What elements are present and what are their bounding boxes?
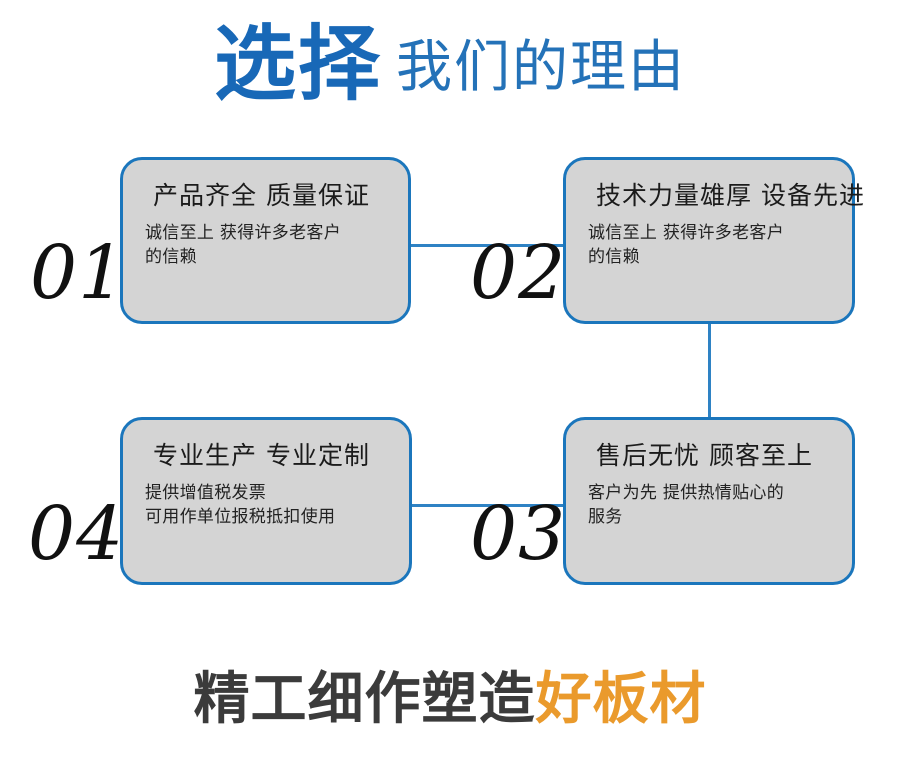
card-body-line: 提供增值税发票 — [145, 482, 267, 503]
card-body-line: 的信赖 — [145, 247, 197, 268]
connector-02-to-03 — [708, 322, 711, 419]
page-title: 选择我们的理由 — [0, 24, 900, 106]
card-body-01: 诚信至上 获得许多老客户 的信赖 — [145, 221, 390, 270]
card-body-02: 诚信至上 获得许多老客户 的信赖 — [588, 221, 834, 270]
card-number-01: 01 — [30, 230, 127, 316]
card-number-02: 02 — [470, 230, 567, 316]
card-number-04: 04 — [28, 491, 125, 577]
connector-04-to-03 — [412, 504, 565, 507]
card-title-04: 专业生产 专业定制 — [153, 441, 370, 470]
footer-slogan-dark: 精工细作塑造 — [193, 667, 536, 732]
feature-card-04[interactable]: 专业生产 专业定制 提供增值税发票 可用作单位报税抵扣使用 — [120, 417, 412, 585]
card-title-01: 产品齐全 质量保证 — [153, 181, 370, 210]
card-number-03: 03 — [470, 491, 567, 577]
card-body-line: 可用作单位报税抵扣使用 — [145, 507, 336, 528]
footer-slogan-accent: 好板材 — [535, 667, 707, 732]
card-body-line: 诚信至上 获得许多老客户 — [588, 222, 785, 243]
feature-card-01[interactable]: 产品齐全 质量保证 诚信至上 获得许多老客户 的信赖 — [120, 157, 411, 324]
page-title-strong: 选择 — [213, 17, 382, 112]
feature-card-03[interactable]: 售后无忧 顾客至上 客户为先 提供热情贴心的 服务 — [563, 417, 855, 585]
feature-card-02[interactable]: 技术力量雄厚 设备先进 诚信至上 获得许多老客户 的信赖 — [563, 157, 865, 324]
card-body-line: 的信赖 — [588, 247, 640, 268]
card-body-line: 服务 — [588, 507, 623, 528]
card-title-02: 技术力量雄厚 设备先进 — [596, 181, 865, 210]
card-body-04: 提供增值税发票 可用作单位报税抵扣使用 — [145, 481, 391, 530]
card-body-line: 客户为先 提供热情贴心的 — [588, 482, 785, 503]
footer-slogan: 精工细作塑造好板材 — [0, 672, 900, 728]
card-body-03: 客户为先 提供热情贴心的 服务 — [588, 481, 834, 530]
card-body-line: 诚信至上 获得许多老客户 — [145, 222, 342, 243]
card-title-03: 售后无忧 顾客至上 — [596, 441, 813, 470]
connector-01-to-02 — [410, 244, 565, 247]
page-title-light: 我们的理由 — [396, 35, 686, 100]
